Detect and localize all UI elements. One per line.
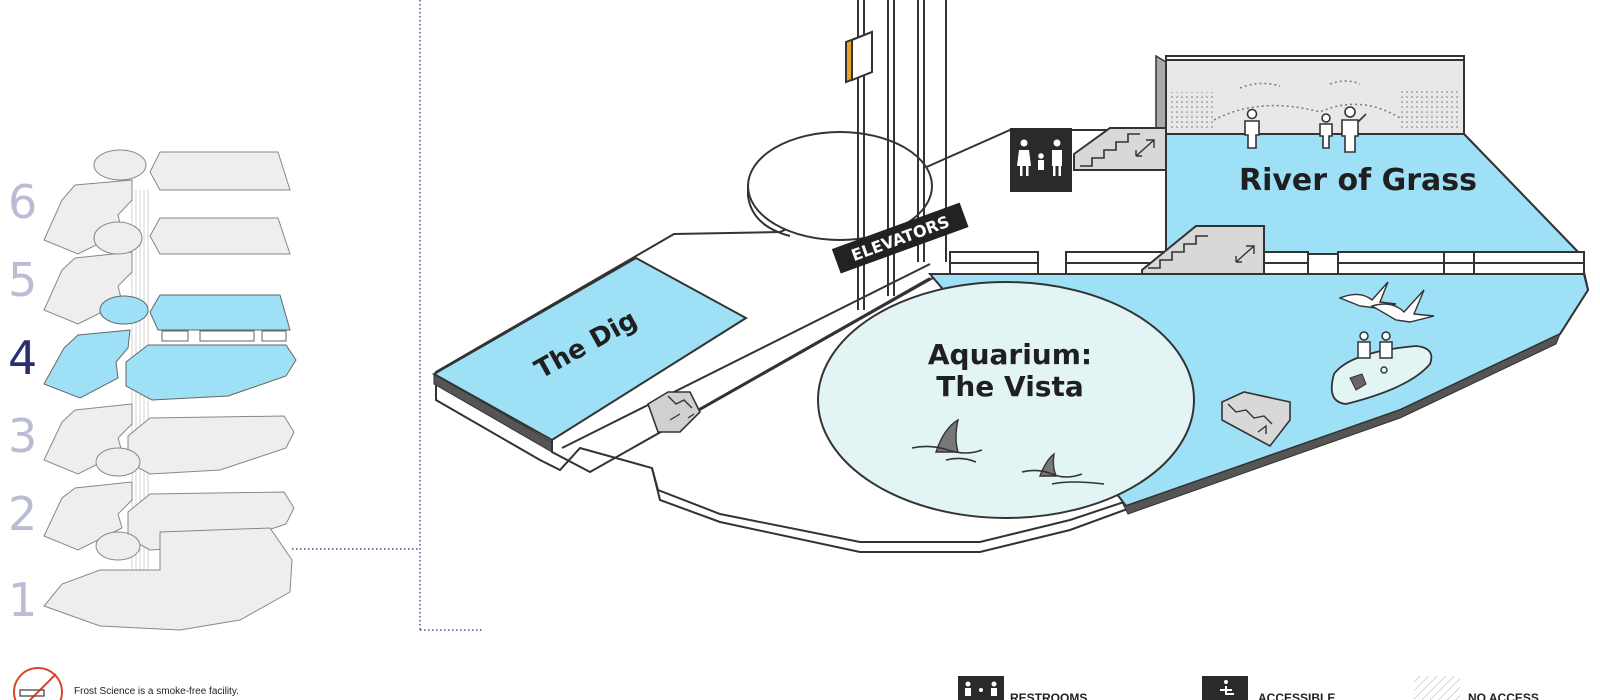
legend-accessible-label: ACCESSIBLE bbox=[1258, 691, 1335, 700]
main-floor-plan: ELEVATORS bbox=[431, 0, 1590, 553]
shark-fin-icon bbox=[911, 418, 1105, 485]
visitor-figure-icon bbox=[1244, 106, 1367, 153]
leader-lines bbox=[292, 0, 482, 631]
elevator-lobby bbox=[747, 131, 933, 241]
floor-number-4[interactable]: 4 bbox=[8, 331, 37, 385]
no-access-pattern-icon bbox=[1414, 676, 1460, 700]
floor-number-1[interactable]: 1 bbox=[8, 573, 37, 627]
stairs-icon bbox=[1073, 127, 1167, 171]
floor-1-shape[interactable] bbox=[43, 527, 293, 631]
aquarium-label-line2: The Vista bbox=[936, 370, 1084, 403]
aquarium-dark-edge bbox=[1119, 333, 1561, 515]
fire-alarm-icon bbox=[845, 30, 873, 84]
legend-no-access-label: NO ACCESS bbox=[1468, 691, 1539, 700]
footer: Frost Science is a smoke-free facility. … bbox=[13, 667, 1539, 700]
floor-number-6[interactable]: 6 bbox=[8, 175, 37, 229]
floor-4-shape-active[interactable] bbox=[43, 294, 297, 401]
legend-restrooms: RESTROOMS bbox=[958, 676, 1087, 700]
stairs-icon-middle bbox=[1141, 225, 1265, 275]
aquarium-vista-area[interactable] bbox=[817, 281, 1195, 519]
stairs-icon-aquarium bbox=[1221, 391, 1291, 448]
floor-number-2[interactable]: 2 bbox=[8, 487, 37, 541]
legend-no-access: NO ACCESS bbox=[1414, 676, 1539, 700]
legend-restrooms-label: RESTROOMS bbox=[1010, 691, 1087, 700]
floor-stack: 6 5 4 3 2 1 bbox=[8, 149, 297, 631]
boat-exhibit bbox=[1330, 331, 1433, 405]
no-smoking-icon bbox=[13, 667, 63, 700]
river-of-grass-wall bbox=[1155, 54, 1465, 136]
smoke-free-note: Frost Science is a smoke-free facility. bbox=[74, 686, 239, 697]
restroom-icon[interactable] bbox=[1010, 128, 1072, 192]
river-of-grass-label: River of Grass bbox=[1239, 163, 1477, 198]
aquarium-label-line1: Aquarium: bbox=[928, 338, 1092, 371]
bird-icon bbox=[1338, 281, 1435, 323]
floor-3-shape[interactable] bbox=[43, 403, 295, 477]
stairs-icon-lower bbox=[647, 391, 701, 433]
legend-accessible: ACCESSIBLE bbox=[1202, 676, 1335, 700]
floor-number-5[interactable]: 5 bbox=[8, 253, 37, 307]
the-dig-area[interactable] bbox=[431, 256, 748, 442]
floor-number-3[interactable]: 3 bbox=[8, 409, 37, 463]
